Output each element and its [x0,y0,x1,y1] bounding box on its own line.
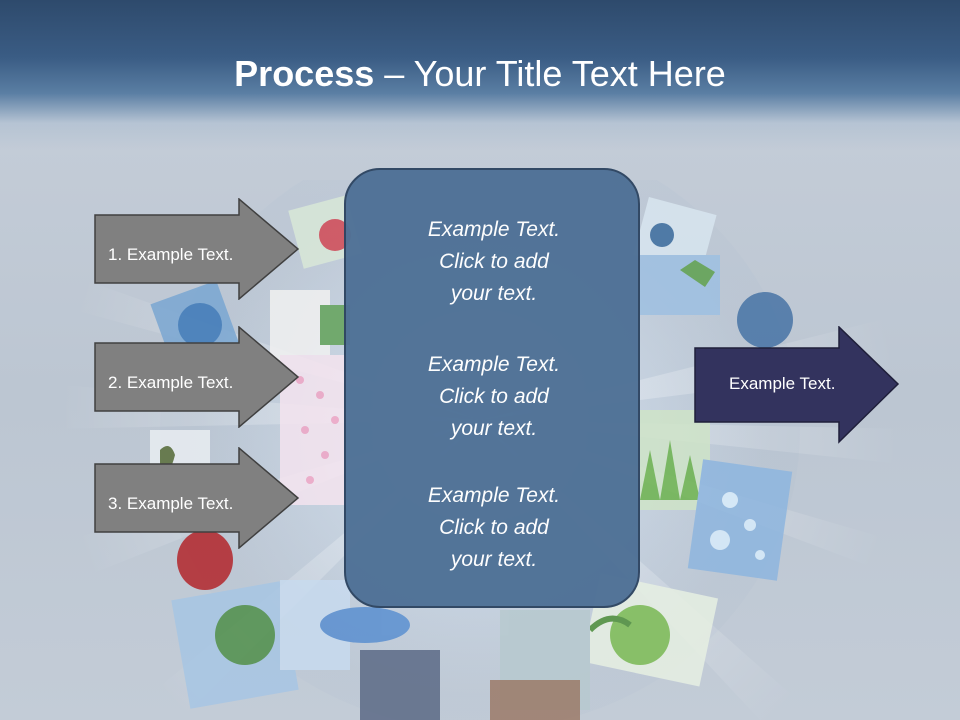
text-line: Click to add [439,250,549,273]
text-line: Example Text. [427,353,561,376]
text-line: Example Text. [427,218,561,241]
text-block-3: Example Text. Click to add your text. [346,480,642,576]
arrow-shape [694,326,900,444]
title-rest: – Your Title Text Here [374,53,726,94]
result-arrow-label: Example Text. [729,374,836,393]
text-line: your text. [450,417,538,440]
text-line: Click to add [439,385,549,408]
step-arrow-1[interactable]: 1. Example Text. [94,198,300,300]
result-arrow[interactable]: Example Text. [694,326,900,444]
title-bold: Process [234,53,375,94]
arrow-shape [94,447,300,549]
step-arrow-label: 3. Example Text. [108,494,234,513]
text-block-1: Example Text. Click to add your text. [346,214,642,310]
step-arrow-label: 1. Example Text. [108,245,234,264]
step-arrow-2[interactable]: 2. Example Text. [94,326,300,428]
title-bar [0,0,960,150]
text-line: your text. [450,282,538,305]
arrow-shape [94,198,300,300]
arrow-shape [94,326,300,428]
text-line: your text. [450,548,538,571]
slide-title: Process – Your Title Text Here [0,52,960,96]
text-line: Click to add [439,516,549,539]
text-block-2: Example Text. Click to add your text. [346,349,642,445]
text-line: Example Text. [427,484,561,507]
step-arrow-3[interactable]: 3. Example Text. [94,447,300,549]
center-text-box[interactable]: Example Text. Click to add your text. Ex… [344,168,640,608]
step-arrow-label: 2. Example Text. [108,373,234,392]
